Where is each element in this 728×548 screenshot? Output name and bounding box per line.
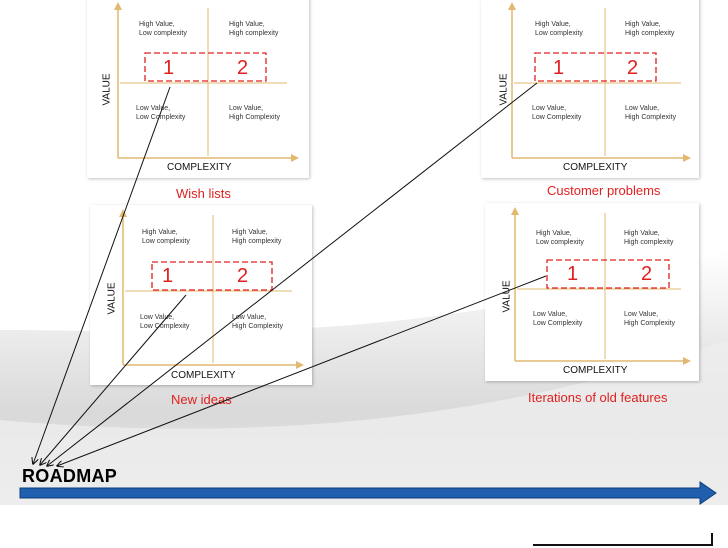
box-label-1: 1 xyxy=(567,263,579,285)
priority-box xyxy=(534,52,657,82)
box-label-1: 1 xyxy=(163,57,175,79)
quadrant-top-right: High Value, High complexity xyxy=(229,21,279,37)
box-label-2: 2 xyxy=(237,57,249,79)
quadrant-bottom-right: Low Value, High Complexity xyxy=(625,105,676,121)
matrix-axes xyxy=(508,2,691,162)
box-label-1: 1 xyxy=(162,265,174,287)
quadrant-bottom-left: Low Value, Low Complexity xyxy=(136,105,186,121)
quadrant-top-left: High Value, Low complexity xyxy=(535,21,583,37)
caption-wish-lists: Wish lists xyxy=(176,186,231,201)
quadrant-top-right: High Value, High complexity xyxy=(624,230,674,246)
connector-customer-problems xyxy=(47,82,538,466)
caption-iterations: Iterations of old features xyxy=(528,390,668,405)
matrix-axes xyxy=(511,207,691,365)
x-axis-label: COMPLEXITY xyxy=(563,365,628,376)
matrix-axes xyxy=(119,209,304,369)
quadrant-bottom-right: Low Value, High Complexity xyxy=(624,311,675,327)
matrix-card-new-ideas: High Value, Low complexity High Value, H… xyxy=(90,205,312,385)
matrix-card-iterations: High Value, Low complexity High Value, H… xyxy=(485,203,699,381)
box-label-2: 2 xyxy=(627,57,639,79)
quadrant-top-left: High Value, Low complexity xyxy=(139,21,187,37)
connector-iterations xyxy=(57,275,547,466)
priority-box xyxy=(144,52,267,82)
quadrant-top-right: High Value, High complexity xyxy=(625,21,675,37)
bottom-rule xyxy=(533,544,713,546)
x-axis-label: COMPLEXITY xyxy=(563,162,628,173)
x-axis-label: COMPLEXITY xyxy=(167,162,232,173)
roadmap-arrow xyxy=(19,481,717,505)
x-axis-label: COMPLEXITY xyxy=(171,370,236,381)
matrix-card-customer-problems: High Value, Low complexity High Value, H… xyxy=(481,0,699,178)
matrix-axes xyxy=(114,2,299,162)
quadrant-top-right: High Value, High complexity xyxy=(232,229,282,245)
quadrant-bottom-left: Low Value, Low Complexity xyxy=(532,105,582,121)
quadrant-bottom-right: Low Value, High Complexity xyxy=(232,314,283,330)
priority-box xyxy=(546,259,670,289)
connector-wish-lists xyxy=(33,86,171,464)
box-label-2: 2 xyxy=(641,263,653,285)
quadrant-bottom-left: Low Value, Low Complexity xyxy=(533,311,583,327)
matrix-card-wish-lists: High Value, Low complexity High Value, H… xyxy=(87,0,309,178)
connector-new-ideas xyxy=(40,294,187,465)
caption-customer-problems: Customer problems xyxy=(547,183,661,198)
box-label-2: 2 xyxy=(237,265,249,287)
caption-new-ideas: New ideas xyxy=(171,392,232,407)
bottom-rule-tick xyxy=(711,533,713,546)
priority-box xyxy=(151,261,273,291)
box-label-1: 1 xyxy=(553,57,565,79)
quadrant-bottom-right: Low Value, High Complexity xyxy=(229,105,280,121)
quadrant-bottom-left: Low Value, Low Complexity xyxy=(140,314,190,330)
quadrant-top-left: High Value, Low complexity xyxy=(142,229,190,245)
roadmap-title: ROADMAP xyxy=(22,466,118,486)
quadrant-top-left: High Value, Low complexity xyxy=(536,230,584,246)
